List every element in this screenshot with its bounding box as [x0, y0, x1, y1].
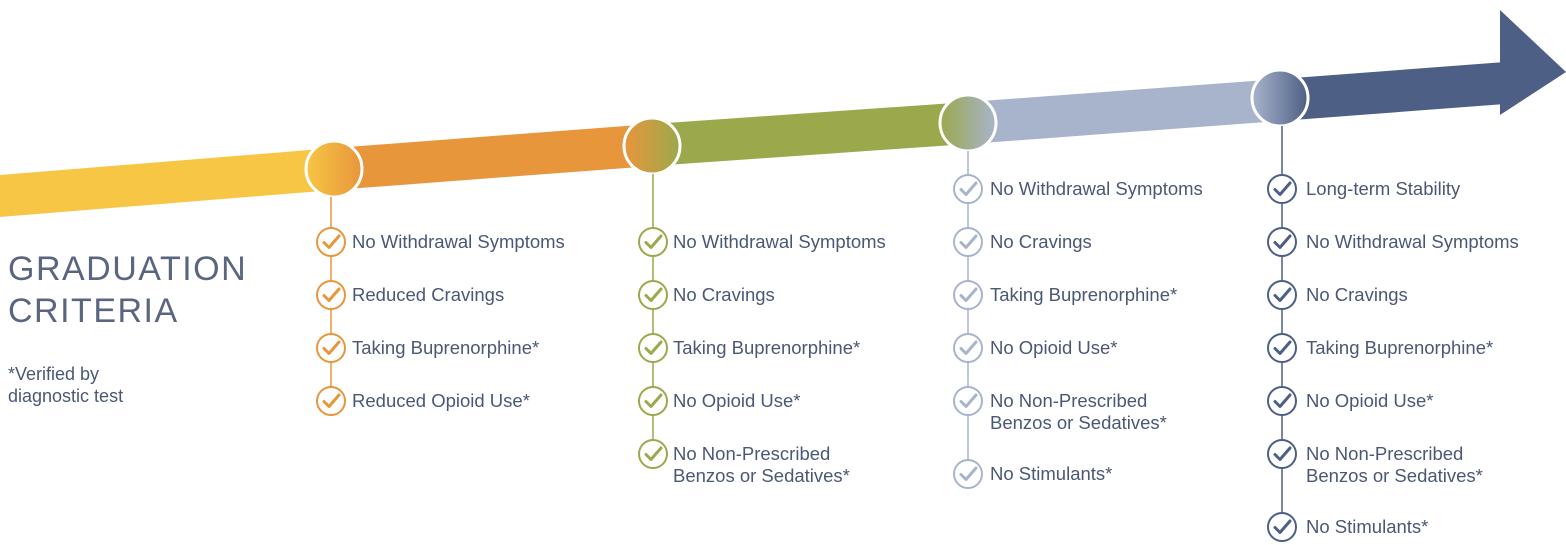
criterion-label: Reduced Cravings [352, 284, 504, 306]
criterion-label-line: Taking Buprenorphine* [352, 337, 540, 358]
criterion-label-line: Taking Buprenorphine* [1306, 337, 1494, 358]
check-circle-icon [316, 227, 346, 257]
criterion-label: No Opioid Use* [990, 337, 1118, 359]
title-line-1: GRADUATION [8, 250, 248, 288]
criterion-label: Long-term Stability [1306, 178, 1460, 200]
check-circle-icon [1267, 227, 1297, 257]
criterion-label: No Stimulants* [1306, 516, 1428, 538]
criterion-label: No Cravings [1306, 284, 1408, 306]
criterion-label: Reduced Opioid Use* [352, 390, 530, 412]
check-circle-icon [1267, 280, 1297, 310]
check-circle-icon [953, 280, 983, 310]
criterion-label-line: Reduced Opioid Use* [352, 390, 530, 411]
check-circle-icon [953, 386, 983, 416]
arrow-segment-navy [1280, 62, 1505, 121]
check-circle-icon [953, 227, 983, 257]
criterion-label-line: No Withdrawal Symptoms [352, 231, 565, 252]
criterion-label: No Opioid Use* [1306, 390, 1434, 412]
arrow-segment-orange [334, 124, 652, 190]
criterion-label: No Withdrawal Symptoms [1306, 231, 1519, 253]
check-circle-icon [1267, 174, 1297, 204]
criterion-label: No Withdrawal Symptoms [352, 231, 565, 253]
criterion-label-line: No Opioid Use* [1306, 390, 1434, 411]
criterion-label-line: No Cravings [673, 284, 775, 305]
criterion-label: No Cravings [990, 231, 1092, 253]
check-circle-icon [953, 459, 983, 489]
title-line-2: CRITERIA [8, 292, 179, 330]
criterion-label: Taking Buprenorphine* [673, 337, 860, 359]
check-circle-icon [638, 386, 668, 416]
check-circle-icon [316, 333, 346, 363]
criterion-label-line: No Withdrawal Symptoms [673, 231, 886, 252]
criterion-label: Taking Buprenorphine* [990, 284, 1177, 306]
criterion-label-line: Reduced Cravings [352, 284, 505, 305]
criterion-label: No Stimulants* [990, 463, 1112, 485]
criterion-label-line: No Opioid Use* [673, 390, 801, 411]
criterion-label-line: Long-term Stability [1306, 178, 1461, 199]
criterion-label: Taking Buprenorphine* [1306, 337, 1493, 359]
criterion-label-line: Taking Buprenorphine* [673, 337, 861, 358]
criterion-label-line: Benzos or Sedatives* [673, 465, 850, 486]
stage-node-3 [938, 93, 998, 153]
check-circle-icon [316, 280, 346, 310]
criterion-label-line: No Cravings [1306, 284, 1408, 305]
criterion-label-line: No Stimulants* [990, 463, 1113, 484]
check-circle-icon [953, 333, 983, 363]
criterion-label-line: No Non-Prescribed [1306, 443, 1464, 464]
criterion-label-line: No Withdrawal Symptoms [1306, 231, 1519, 252]
stage-node-2 [622, 116, 682, 176]
criterion-label-line: Benzos or Sedatives* [1306, 465, 1483, 486]
check-circle-icon [1267, 386, 1297, 416]
arrow-segment-lightblue [968, 79, 1280, 144]
criterion-label-line: Benzos or Sedatives* [990, 412, 1167, 433]
arrow-segment-yellow [0, 148, 334, 217]
criterion-label-line: Taking Buprenorphine* [990, 284, 1178, 305]
criterion-label-line: No Cravings [990, 231, 1092, 252]
check-circle-icon [1267, 512, 1297, 542]
criterion-label: No Withdrawal Symptoms [990, 178, 1203, 200]
footnote-line-1: *Verified by [8, 364, 100, 384]
criterion-label: No Opioid Use* [673, 390, 801, 412]
check-circle-icon [638, 333, 668, 363]
criterion-label: Taking Buprenorphine* [352, 337, 539, 359]
check-circle-icon [316, 386, 346, 416]
check-circle-icon [638, 280, 668, 310]
check-circle-icon [638, 439, 668, 469]
criterion-label: No Withdrawal Symptoms [673, 231, 886, 253]
footnote: *Verified by diagnostic test [8, 363, 123, 407]
check-circle-icon [1267, 439, 1297, 469]
criterion-label-line: No Non-Prescribed [990, 390, 1148, 411]
check-circle-icon [638, 227, 668, 257]
criterion-label-line: No Withdrawal Symptoms [990, 178, 1203, 199]
stage-node-1 [304, 139, 364, 199]
graduation-criteria-title: GRADUATION CRITERIA [8, 248, 247, 332]
footnote-line-2: diagnostic test [8, 386, 124, 406]
criterion-label-line: No Opioid Use* [990, 337, 1118, 358]
check-circle-icon [1267, 333, 1297, 363]
check-circle-icon [953, 174, 983, 204]
arrow-segment-green [652, 102, 968, 166]
arrow-head [1500, 10, 1566, 115]
criterion-label: No Cravings [673, 284, 775, 306]
stage-node-4 [1250, 68, 1310, 128]
criterion-label-line: No Non-Prescribed [673, 443, 831, 464]
criterion-label-line: No Stimulants* [1306, 516, 1429, 537]
